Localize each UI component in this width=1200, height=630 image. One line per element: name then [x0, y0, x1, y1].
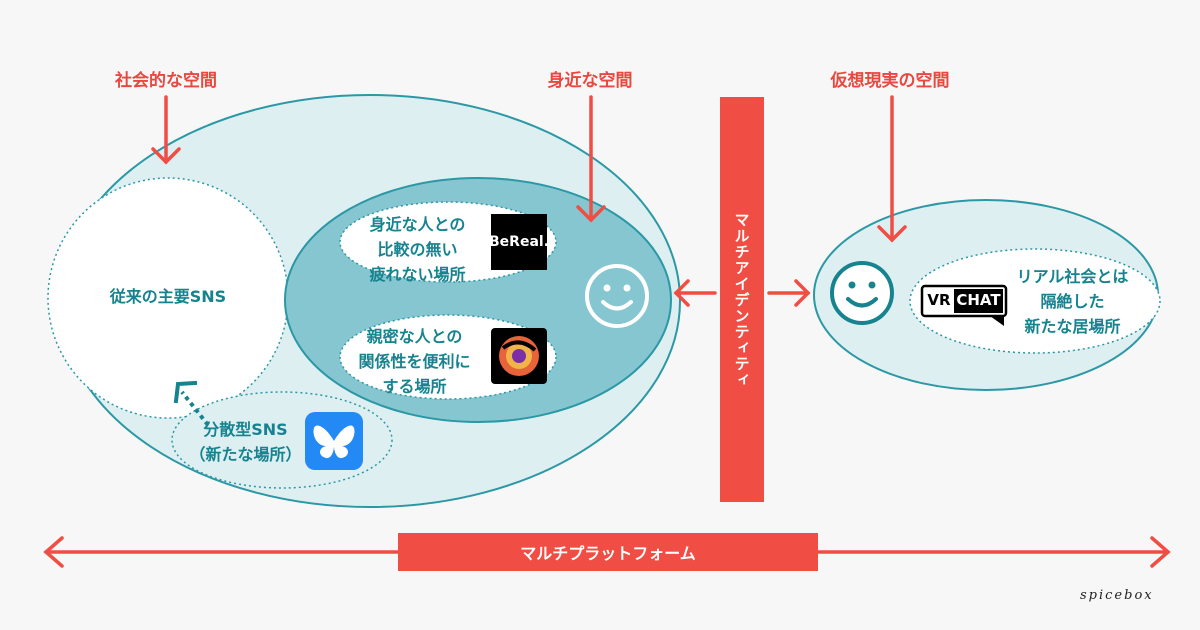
decentralized-sns-description: 分散型SNS （新たな場所）: [188, 417, 303, 467]
vr-place-ellipse: [909, 248, 1161, 354]
vr-line-3: 新たな居場所: [1024, 317, 1121, 336]
arrow-left-icon: [673, 279, 717, 307]
vr-line-1: リアル社会とは: [1016, 267, 1129, 286]
decentralized-line-2: （新たな場所）: [189, 445, 302, 464]
dispo-description: 親密な人との 関係性を便利に する場所: [342, 324, 487, 399]
dispo-line-1: 親密な人との: [366, 327, 463, 346]
multi-identity-bar: マルチアイデンティティ: [720, 97, 764, 502]
vrchat-chat-text: CHAT: [956, 291, 1001, 309]
vr-description: リアル社会とは 隔絶した 新たな居場所: [1010, 264, 1135, 339]
brand-logo: spicebox: [1080, 588, 1154, 603]
bereal-description: 身近な人との 比較の無い 疲れない場所: [350, 212, 485, 287]
dispo-line-3: する場所: [382, 377, 447, 396]
near-space-label: 身近な空間: [547, 71, 633, 91]
bluesky-logo-icon: [305, 412, 363, 470]
multi-platform-bar: マルチプラットフォーム: [398, 533, 818, 571]
bereal-line-1: 身近な人との: [369, 215, 466, 234]
decentralized-line-1: 分散型SNS: [203, 420, 288, 439]
arrow-near-icon: [576, 95, 606, 223]
smiley-near-icon: [585, 264, 649, 328]
arrow-social-icon: [151, 95, 181, 165]
bereal-line-3: 疲れない場所: [369, 265, 466, 284]
social-space-label: 社会的な空間: [115, 71, 217, 91]
bereal-line-2: 比較の無い: [377, 240, 458, 259]
vrchat-vr-text: VR: [927, 291, 951, 309]
platform-arrow-icon: [43, 536, 1171, 568]
bereal-logo: BeReal.: [489, 214, 549, 270]
arrow-virtual-icon: [877, 95, 907, 243]
smiley-vr-icon: [830, 261, 894, 325]
dispo-logo-icon: [491, 328, 547, 384]
vrchat-logo-icon: [920, 284, 1008, 326]
vr-line-2: 隔絶した: [1040, 292, 1105, 311]
traditional-sns-label: 従来の主要SNS: [109, 287, 227, 306]
dotted-arrow-icon: [173, 380, 210, 427]
arrow-right-icon: [767, 279, 811, 307]
dispo-line-2: 関係性を便利に: [358, 352, 471, 371]
virtual-space-label: 仮想現実の空間: [830, 71, 950, 91]
